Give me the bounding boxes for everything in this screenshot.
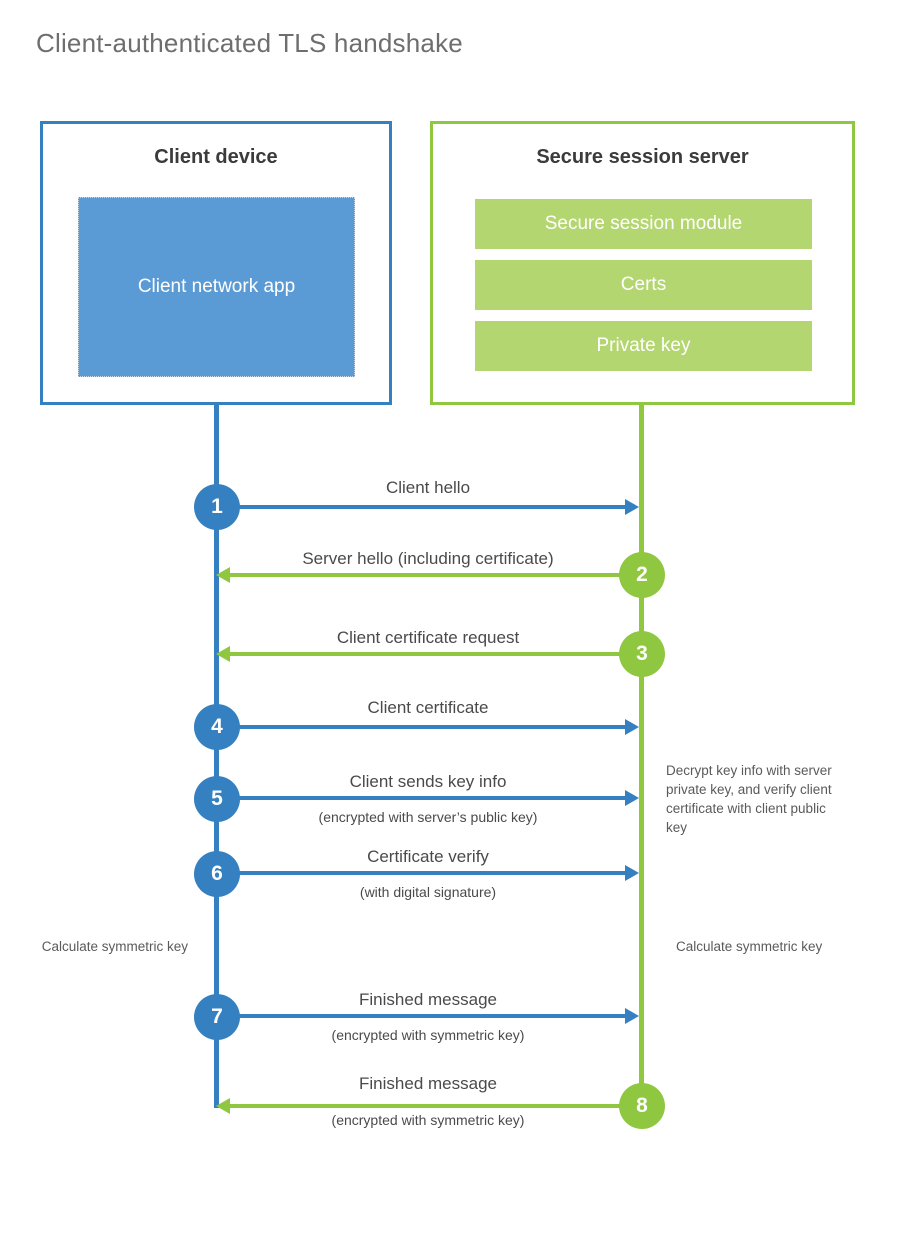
page-title: Client-authenticated TLS handshake <box>36 28 463 58</box>
step-7-label: Finished message <box>359 990 497 1009</box>
note-calculate-symmetric-key-server: Calculate symmetric key <box>676 939 823 954</box>
step-1-marker[interactable]: 1 <box>194 484 240 530</box>
secure-session-server-title: Secure session server <box>536 146 749 168</box>
note-calculate-symmetric-key-client: Calculate symmetric key <box>41 939 188 954</box>
step-5-arrow <box>217 790 639 806</box>
step-7-marker[interactable]: 7 <box>194 994 240 1040</box>
step-2-label: Server hello (including certificate) <box>302 549 554 568</box>
server-components-list: Secure session module Certs Private key <box>475 199 812 382</box>
step-3-arrow <box>216 646 639 662</box>
step-3-marker[interactable]: 3 <box>619 631 665 677</box>
step-6-label: Certificate verify <box>367 847 489 866</box>
step-6-marker[interactable]: 6 <box>194 851 240 897</box>
step-6-sublabel: (with digital signature) <box>359 884 497 900</box>
client-device-title: Client device <box>154 146 278 168</box>
step-6-arrow <box>217 865 639 881</box>
step-4-label: Client certificate <box>367 698 489 717</box>
note-decrypt-key-info: Decrypt key info with server private key… <box>666 763 832 836</box>
server-component-private-key: Private key <box>475 321 812 371</box>
step-5-marker[interactable]: 5 <box>194 776 240 822</box>
server-lifeline <box>639 405 644 1108</box>
step-5-sublabel: (encrypted with server’s public key) <box>318 809 538 825</box>
step-2-arrow <box>216 567 639 583</box>
step-4-marker[interactable]: 4 <box>194 704 240 750</box>
step-8-marker[interactable]: 8 <box>619 1083 665 1129</box>
client-network-app-block: Client network app <box>78 197 355 377</box>
step-4-arrow <box>217 719 639 735</box>
step-8-label: Finished message <box>359 1074 497 1093</box>
step-7-arrow <box>217 1008 639 1024</box>
client-device-box: Client device Client network app <box>40 121 392 405</box>
server-component-certs: Certs <box>475 260 812 310</box>
step-1-label: Client hello <box>385 478 471 497</box>
step-2-marker[interactable]: 2 <box>619 552 665 598</box>
secure-session-server-box: Secure session server Secure session mod… <box>430 121 855 405</box>
server-component-secure-session-module: Secure session module <box>475 199 812 249</box>
step-5-label: Client sends key info <box>349 772 507 791</box>
step-8-arrow <box>216 1098 639 1114</box>
step-3-label: Client certificate request <box>336 628 520 647</box>
step-1-arrow <box>217 499 639 515</box>
step-8-sublabel: (encrypted with symmetric key) <box>331 1112 525 1128</box>
step-7-sublabel: (encrypted with symmetric key) <box>331 1027 525 1043</box>
client-lifeline <box>214 405 219 1108</box>
